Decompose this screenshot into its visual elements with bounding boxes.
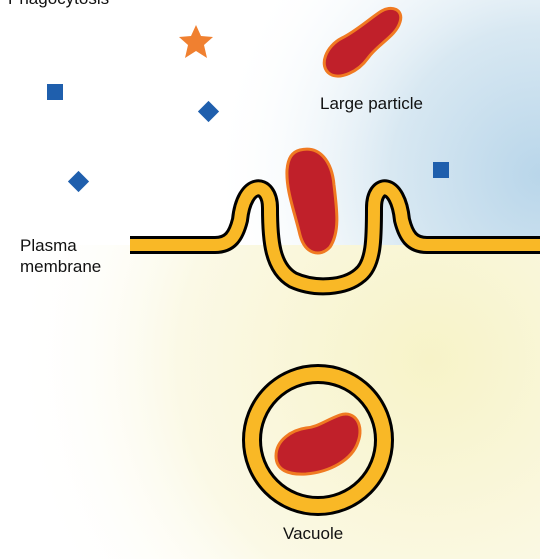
vacuole-particle (274, 412, 362, 476)
large-particle-label: Large particle (320, 94, 424, 113)
square-molecule-icon (47, 84, 63, 100)
plasma-membrane-label-line2: membrane (20, 257, 102, 276)
diamond-molecule-icon (67, 170, 90, 193)
vacuole (242, 364, 394, 516)
plasma-membrane (130, 179, 540, 296)
vacuole-label: Vacuole (283, 524, 344, 543)
square-molecule-icon (433, 162, 449, 178)
engulfed-particle (285, 147, 339, 255)
diamond-molecule-icon (197, 100, 220, 123)
plasma-membrane-label-line1: Plasma (20, 236, 77, 255)
plasma-membrane-label: Plasma membrane (20, 235, 101, 277)
star-icon (179, 25, 213, 58)
diagram-title: Phagocytosis (8, 0, 109, 9)
large-particle (322, 6, 403, 78)
